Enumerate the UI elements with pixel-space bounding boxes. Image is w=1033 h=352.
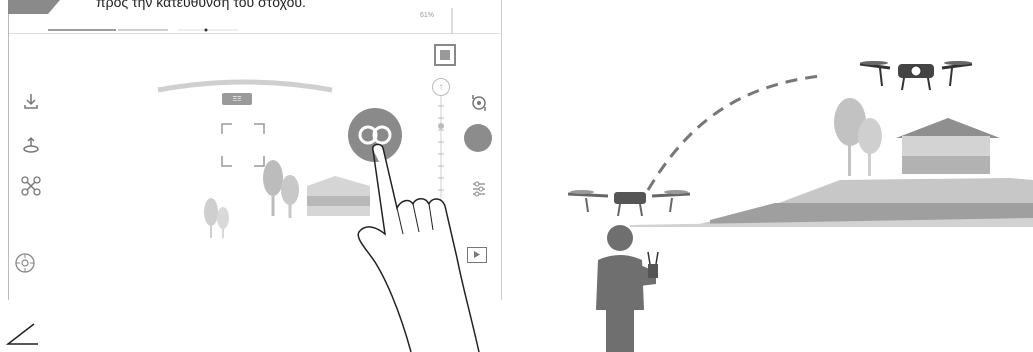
- house-wall: [902, 136, 990, 156]
- corner-mark: [4, 320, 44, 350]
- hand-pointer-illustration: [345, 138, 505, 352]
- altitude-up-symbol: ↑: [439, 82, 444, 93]
- follow-scene-illustration: [540, 40, 1033, 352]
- person-with-remote: [596, 225, 658, 352]
- drone-near: [568, 190, 690, 216]
- camera-switch-icon[interactable]: [468, 92, 490, 114]
- status-bar: 61%: [8, 0, 500, 34]
- drone-far: [860, 61, 972, 90]
- takeoff-icon[interactable]: [20, 90, 42, 112]
- house-roof: [896, 118, 1000, 138]
- flight-path: [648, 76, 820, 190]
- house-base: [902, 156, 990, 174]
- return-home-icon[interactable]: [20, 134, 42, 156]
- distance-tag: ΞΞ: [222, 93, 252, 105]
- stop-button[interactable]: [434, 44, 456, 66]
- distance-tag-text: ΞΞ: [232, 96, 241, 103]
- battery-label: 61%: [420, 12, 434, 19]
- target-icon[interactable]: [14, 252, 36, 274]
- drone-mode-icon[interactable]: [20, 175, 42, 197]
- altitude-up-icon[interactable]: ↑: [432, 78, 450, 96]
